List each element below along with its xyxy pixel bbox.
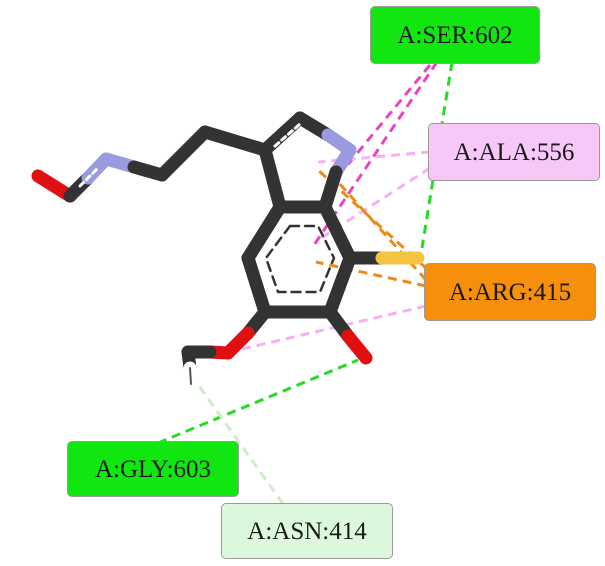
pi-sigma-ser602-to-n [343, 64, 432, 169]
pi-cation-arg415-to-ring-b [315, 260, 427, 288]
residue-arg415-label: A:ARG:415 [424, 263, 596, 321]
hbond-gly603-to-o [157, 358, 359, 445]
substituents [181, 251, 425, 391]
residue-asn414-label: A:ASN:414 [221, 503, 393, 559]
aromatic-inner-ring [264, 224, 336, 294]
residue-gly603-label: A:GLY:603 [67, 441, 239, 497]
residue-ala556-label: A:ALA:556 [428, 123, 600, 181]
ligand-molecule [31, 111, 425, 391]
side-chain [31, 125, 272, 203]
imine-double-bond [78, 166, 100, 188]
carbon-hbond-asn414-to-h [190, 375, 285, 505]
pi-alkyl-arg415-to-oh [237, 304, 427, 352]
pyrrole-double-bond [273, 122, 302, 148]
residue-ser602-label: A:SER:602 [370, 6, 540, 64]
benzene-ring [241, 200, 357, 319]
hydrogen-outline [189, 367, 192, 385]
pyrrole-ring [258, 111, 357, 214]
